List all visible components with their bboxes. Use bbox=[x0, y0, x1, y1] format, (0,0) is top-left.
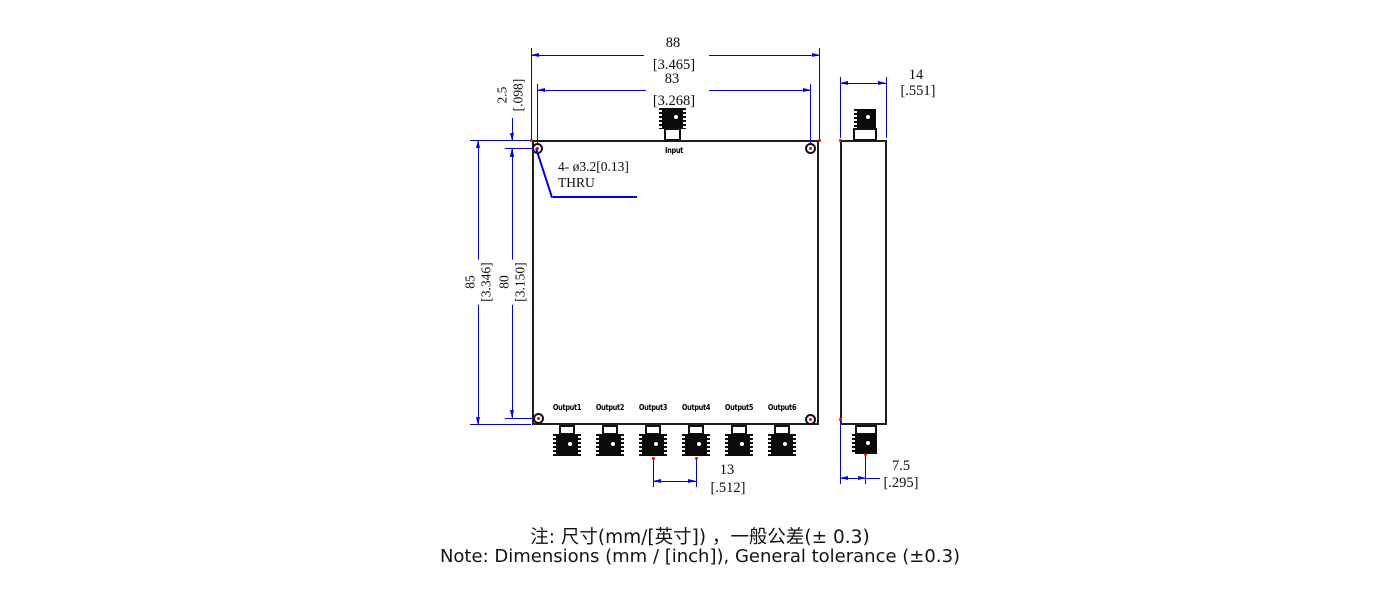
input-label: Input bbox=[665, 146, 683, 155]
dim-14-mm: 14 bbox=[908, 67, 924, 83]
dim-88-mm: 88 bbox=[665, 35, 681, 51]
input-connector-flange bbox=[664, 128, 681, 141]
side-top-connector-flange bbox=[853, 128, 877, 141]
side-bottom-connector-barrel bbox=[852, 434, 877, 454]
dim-7p5-inch: [.295] bbox=[883, 475, 919, 491]
output3-label: Output3 bbox=[638, 403, 668, 412]
dim-83-mm: 83 bbox=[664, 71, 680, 87]
output2-label: Output2 bbox=[595, 403, 625, 412]
output4-label: Output4 bbox=[681, 403, 711, 412]
dim-83-inch: [3.268] bbox=[652, 93, 696, 109]
note-line-en: Note: Dimensions (mm / [inch]), General … bbox=[439, 546, 961, 567]
dim-7p5-mm: 7.5 bbox=[891, 458, 911, 474]
output1-label: Output1 bbox=[552, 403, 582, 412]
dim-88-inch: [3.465] bbox=[652, 57, 696, 73]
dim-80-text: 80 [3.150] bbox=[495, 259, 529, 305]
dim-13-inch: [.512] bbox=[710, 480, 746, 496]
dim-85-text: 85 [3.346] bbox=[461, 259, 495, 305]
dim-2p5-text: 2.5 [.098] bbox=[493, 75, 527, 115]
side-view-body bbox=[840, 140, 887, 425]
side-top-connector-barrel bbox=[854, 109, 876, 129]
dim-14-inch: [.551] bbox=[900, 83, 936, 99]
hole-callout-line1: 4- ø3.2[0.13] bbox=[558, 159, 629, 174]
dim-13-mm: 13 bbox=[719, 462, 735, 478]
output6-label: Output6 bbox=[767, 403, 797, 412]
input-connector-barrel bbox=[659, 108, 686, 129]
note-line-zh: 注: 尺寸(mm/[英寸]) ，一般公差(± 0.3) bbox=[530, 527, 870, 548]
front-view-body bbox=[532, 140, 819, 425]
output5-label: Output5 bbox=[724, 403, 754, 412]
hole-callout-line2: THRU bbox=[558, 175, 595, 190]
